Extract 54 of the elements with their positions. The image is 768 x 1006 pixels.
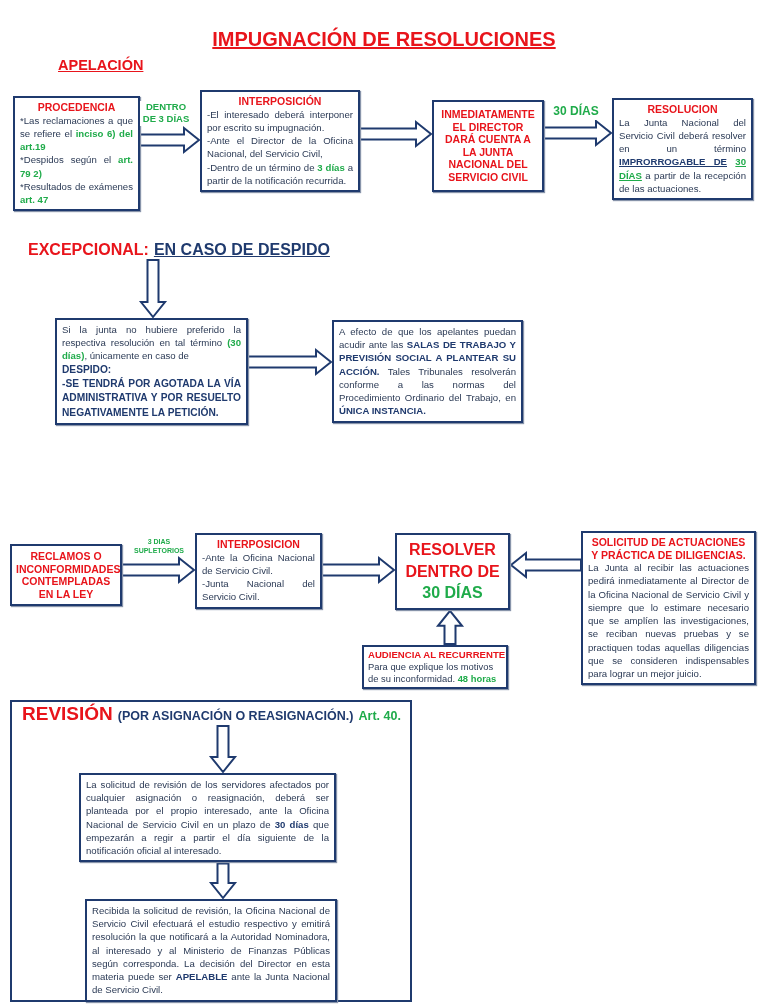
box-text: Art. 40. — [358, 709, 401, 723]
process-box — [362, 645, 508, 689]
process-box — [13, 96, 140, 212]
process-box — [195, 533, 322, 609]
block-arrow — [359, 119, 433, 149]
box-text: La solicitud de revisión de los servidores afectados por cualquier asignación o reasignación, deberá ser planteada por el propio interesado, ante la Oficina Nacional de Servicio Civil en un plazo de 30 días que empezarán a regir a partir el día siguiente de la notificación oficial al interesado. — [86, 778, 329, 858]
block-arrow — [208, 862, 238, 900]
box-text: Para que explique los motivos de su inconformidad. 48 horas — [368, 660, 498, 685]
process-box — [581, 531, 756, 686]
block-arrow — [509, 550, 582, 580]
section-frame — [10, 700, 412, 1002]
process-box — [10, 544, 122, 607]
box-text: -SE TENDRÁ POR AGOTADA LA VÍA ADMINISTRATIVA Y POR RESUELTO NEGATIVAMENTE LA PETICIÓN. — [62, 377, 241, 420]
block-arrow — [543, 118, 613, 148]
box-text: *Despidos según el art. 79 2) — [20, 153, 133, 180]
box-heading: REVISIÓN — [22, 703, 113, 724]
process-box — [200, 90, 360, 192]
box-text: La Junta Nacional del Servicio Civil deberá resolver en un término IMPRORROGABLE DE 30 DÍAS a partir de la recepción de las actuaciones. — [619, 115, 746, 195]
block-arrow — [321, 555, 396, 585]
block-arrow — [138, 259, 168, 319]
block-arrow — [247, 347, 333, 377]
process-box — [395, 533, 510, 610]
block-arrow — [139, 125, 201, 155]
box-text: La Junta al recibir las actuaciones pedirá inmediatamente al Director de la Oficina Nacional de Servicio Civil y siempre que lo estimare necesario que se amplíen las investigaciones, se reciban nuevas pruebas y se practiquen todas aquellas diligencias que se consideren indispensables para lograr un mejor juicio. — [588, 561, 749, 681]
box-text: -Dentro de un término de 3 días a partir de la notificación recurrida. — [207, 160, 353, 187]
box-text: *Resultados de exámenes art. 47 — [20, 179, 133, 207]
diagram-title: IMPUGNACIÓN DE RESOLUCIONES — [211, 28, 557, 51]
box-text: -Junta Nacional del Servicio Civil. — [202, 577, 315, 604]
box-text: DESPIDO: — [62, 362, 113, 377]
box-text: -Ante la Oficina Nacional de Servicio Civil. — [202, 550, 315, 578]
box-heading: RESOLUCION — [646, 103, 719, 116]
box-heading: INTERPOSICION — [216, 538, 301, 551]
process-box — [79, 773, 336, 863]
block-arrow — [435, 609, 465, 645]
block-arrow — [121, 555, 196, 585]
process-box — [612, 98, 753, 200]
box-text: -El interesado deberá interponer por escrito su impugnación. — [207, 107, 353, 135]
box-heading: SOLICITUD DE ACTUACIONES Y PRÁCTICA DE DILIGENCIAS. — [590, 536, 747, 562]
box-text: A efecto de que los apelantes puedan acudir ante las SALAS DE TRABAJO Y PREVISIÓN SOCIAL A PLANTEAR SU ACCIÓN. Tales Tribunales resolverán conforme a las normas del Procedimiento Ordinario del Trabajo, en ÚNICA INSTANCIA. — [339, 325, 516, 418]
process-box — [332, 320, 523, 423]
process-box — [432, 100, 544, 192]
box-heading: EXCEPCIONAL: — [28, 241, 149, 258]
box-heading: PROCEDENCIA — [36, 101, 117, 114]
box-text: EN CASO DE DESPIDO — [153, 241, 330, 258]
box-text: 30 DÍAS — [421, 582, 484, 604]
block-arrow — [208, 725, 238, 774]
section-heading: APELACIÓN — [58, 57, 144, 73]
box-text: Recibida la solicitud de revisión, la Oficina Nacional de Servicio Civil efectuará el estudio respectivo y emitirá resolución la que notificará a la Autoridad Nominadora, al interesado y al Ministerio de Finanzas Públicas según corresponda. La decisión del Director en esta materia puede ser APELABLE ante la Junta Nacional de Servicio Civil. — [92, 904, 330, 997]
box-text: Si la junta no hubiere preferido la respectiva resolución en tal término (30 días), únicamente en caso de — [62, 323, 241, 363]
box-text: (POR ASIGNACIÓN O REASIGNACIÓN.) — [117, 709, 354, 723]
box-heading: INMEDIATAMENTE EL DIRECTOR DARÁ CUENTA A LA JUNTA NACIONAL DEL SERVICIO CIVIL — [440, 108, 536, 184]
box-heading: RESOLVER DENTRO DE — [404, 540, 501, 582]
process-box — [55, 318, 248, 425]
box-heading: INTERPOSICIÓN — [237, 95, 323, 108]
